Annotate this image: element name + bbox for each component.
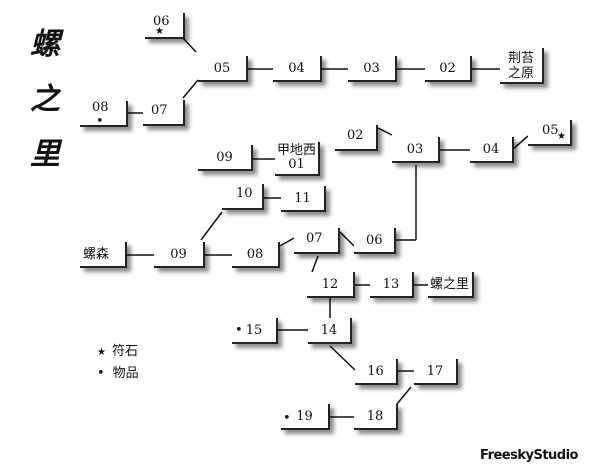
studio-brand: FreeskyStudio [480, 448, 578, 463]
map-node-02-mid: 02 [335, 125, 378, 151]
map-node-07-mid: 07 [294, 228, 340, 254]
map-node-16: 16 [355, 359, 398, 385]
star-icon: ★ [97, 347, 106, 358]
map-node-13: 13 [370, 272, 414, 298]
map-node-19: • 19 [281, 404, 330, 430]
star-icon: ★ [155, 26, 164, 37]
map-node-03-mid: 03 [392, 137, 440, 163]
item-dot-icon: • [96, 114, 104, 129]
map-node-15: • 15 [232, 318, 278, 344]
map-node-06-top: 06 ★ [145, 13, 185, 39]
item-dot-icon: • [283, 411, 291, 426]
map-node-02: 02 [425, 56, 472, 82]
map-node-18: 18 [354, 404, 398, 430]
map-node-09-upper: 09 [198, 145, 253, 171]
map-node-17: 17 [414, 359, 458, 385]
map-node-04-mid: 04 [470, 137, 514, 163]
map-title-char-1: 螺 [30, 27, 60, 62]
map-node-05-right: 05 ★ [528, 120, 572, 146]
map-node-14: 14 [308, 318, 352, 344]
legend-star: ★ 符石 [97, 340, 138, 359]
map-node-09-mid: 09 [154, 242, 205, 268]
map-node-03: 03 [348, 56, 397, 82]
legend-dot: • 物品 [97, 362, 139, 381]
map-node-12: 12 [307, 272, 355, 298]
legend-star-label: 符石 [111, 344, 138, 359]
map-node-11: 11 [281, 186, 326, 212]
item-dot-icon: • [235, 323, 243, 338]
star-icon: ★ [557, 131, 566, 142]
map-node-05: 05 [198, 56, 248, 82]
map-destination-luosen: 螺森 [80, 242, 127, 268]
map-destination-jingtai: 荆苔 之原 [500, 48, 544, 84]
map-node-08-left: 08 • [80, 100, 128, 129]
map-destination-luozhili: 螺之里 [428, 272, 474, 298]
map-node-07-left: 07 [143, 100, 185, 126]
map-title-char-3: 里 [30, 137, 60, 172]
map-destination-jiadixi: 甲地西 01 [275, 142, 320, 176]
map-node-04: 04 [273, 56, 322, 82]
map-node-10: 10 [222, 184, 264, 210]
map-title-char-2: 之 [30, 82, 60, 117]
map-node-08-mid: 08 [232, 242, 280, 268]
map-node-06-mid: 06 [354, 228, 396, 254]
legend-dot-label: 物品 [112, 366, 139, 381]
item-dot-icon: • [97, 366, 105, 381]
